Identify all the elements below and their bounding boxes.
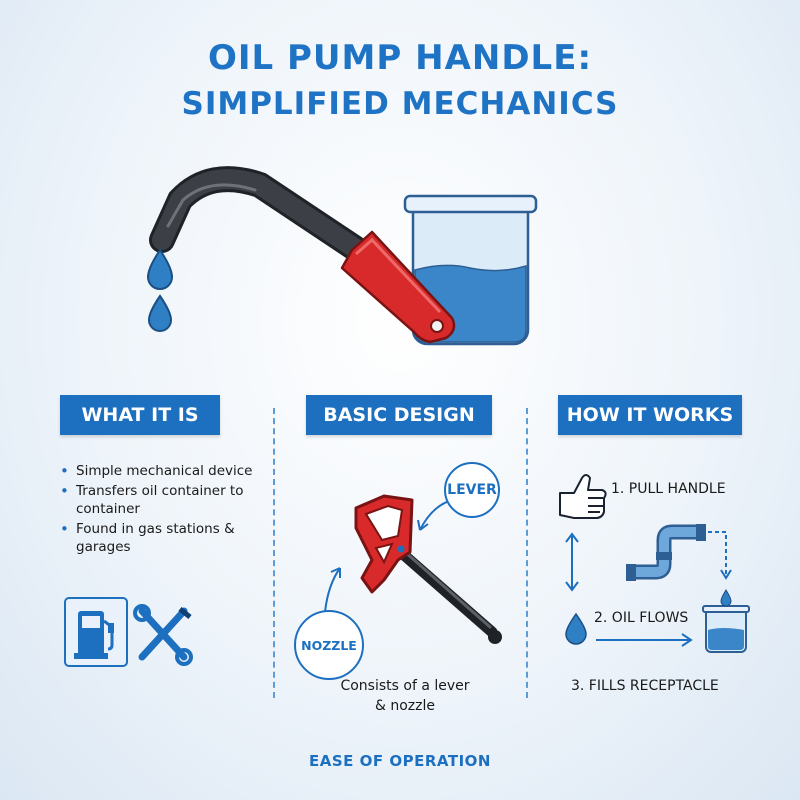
what-it-is-list: Simple mechanical device Transfers oil c… [60,462,270,558]
oil-drop-icon [146,248,174,290]
receptacle-icon [702,589,750,653]
list-item: Simple mechanical device [60,462,270,480]
oil-drop-icon [565,612,587,645]
fuel-pump-icon [64,597,128,667]
footer-tagline: EASE OF OPERATION [309,752,491,770]
nozzle-label: NOZZLE [294,610,364,680]
step-2-text: 2. OIL FLOWS [594,610,689,626]
wrench-screwdriver-icon [133,604,193,666]
hand-icon [559,474,607,519]
section-heading-what-it-is: WHAT IT IS [60,395,220,435]
list-item: Transfers oil container to container [60,482,270,518]
what-it-is-icons [64,597,193,667]
oil-drop-icon [147,294,173,332]
lever-label: LEVER [444,462,500,518]
pump-handle-grip [340,230,456,344]
lever-shape [354,494,414,594]
section-heading-basic-design: BASIC DESIGN [306,395,492,435]
up-down-arrow-icon [565,532,579,592]
flow-arrow-icon [596,633,693,647]
hero-illustration [146,166,538,346]
step-3-text: 3. FILLS RECEPTACLE [571,678,719,694]
section-divider [526,408,528,698]
title-line-1: OIL PUMP HANDLE: [207,38,593,78]
step-1-text: 1. PULL HANDLE [611,481,726,497]
flow-arrow-icon [708,531,732,580]
section-divider [273,408,275,698]
basic-design-caption: Consists of a lever & nozzle [320,676,490,716]
pipe-icon [626,524,706,581]
caption-line-1: Consists of a lever [340,678,470,694]
title-line-2: SIMPLIFIED MECHANICS [181,86,619,122]
list-item: Found in gas stations & garages [60,520,270,556]
section-heading-how-it-works: HOW IT WORKS [558,395,742,435]
caption-line-2: & nozzle [374,698,435,714]
